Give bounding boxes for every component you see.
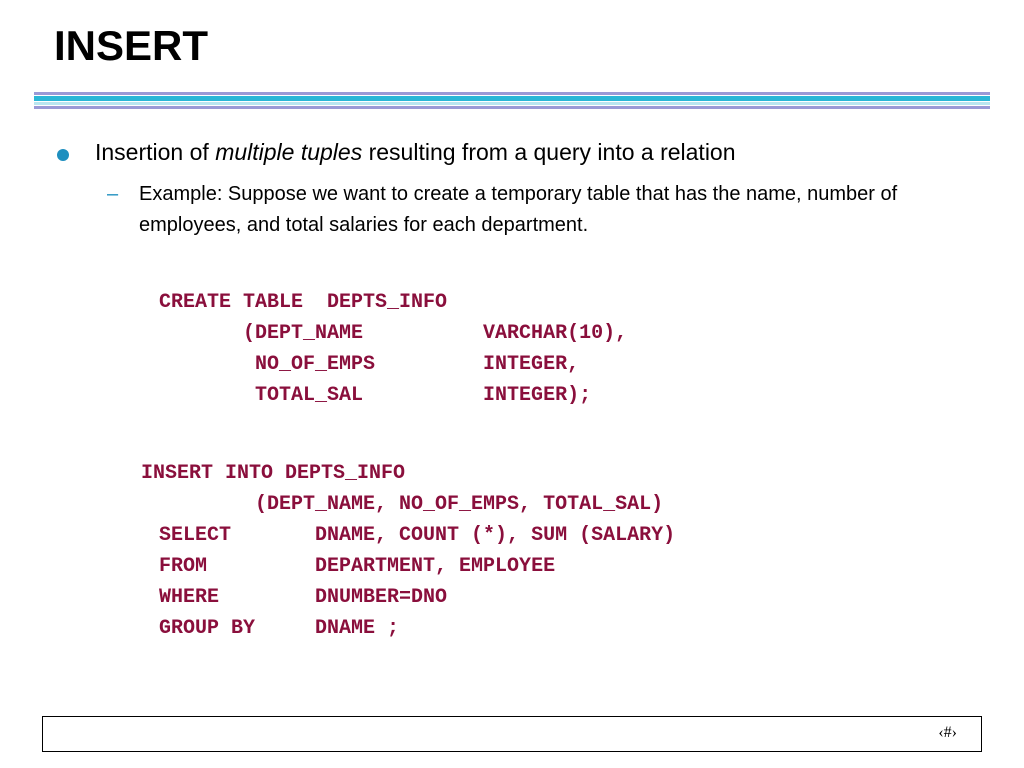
- sub-bullet-text: Example: Suppose we want to create a tem…: [139, 183, 898, 236]
- insert-select-sql: (DEPT_NAME, NO_OF_EMPS, TOTAL_SAL) SELEC…: [159, 493, 676, 640]
- title-divider-line: [34, 96, 990, 101]
- bullet-prefix: Insertion of: [95, 139, 216, 165]
- title-divider-line: [34, 106, 990, 109]
- footer-box: ‹#›: [42, 716, 982, 752]
- create-table-sql: CREATE TABLE DEPTS_INFO (DEPT_NAME VARCH…: [159, 291, 628, 407]
- main-bullet-text: Insertion of multiple tuples resulting f…: [95, 138, 736, 166]
- title-divider-line: [34, 102, 990, 105]
- bullet-dot-icon: [57, 149, 69, 161]
- bullet-emphasis: multiple tuples: [215, 139, 363, 165]
- slide-number: ‹#›: [938, 724, 957, 741]
- title-divider-line: [34, 92, 990, 95]
- insert-sql-first-line: INSERT INTO DEPTS_INFO: [141, 462, 406, 485]
- bullet-suffix: resulting from a query into a relation: [362, 139, 736, 165]
- slide-title: INSERT: [54, 22, 209, 69]
- dash-icon: –: [107, 183, 119, 205]
